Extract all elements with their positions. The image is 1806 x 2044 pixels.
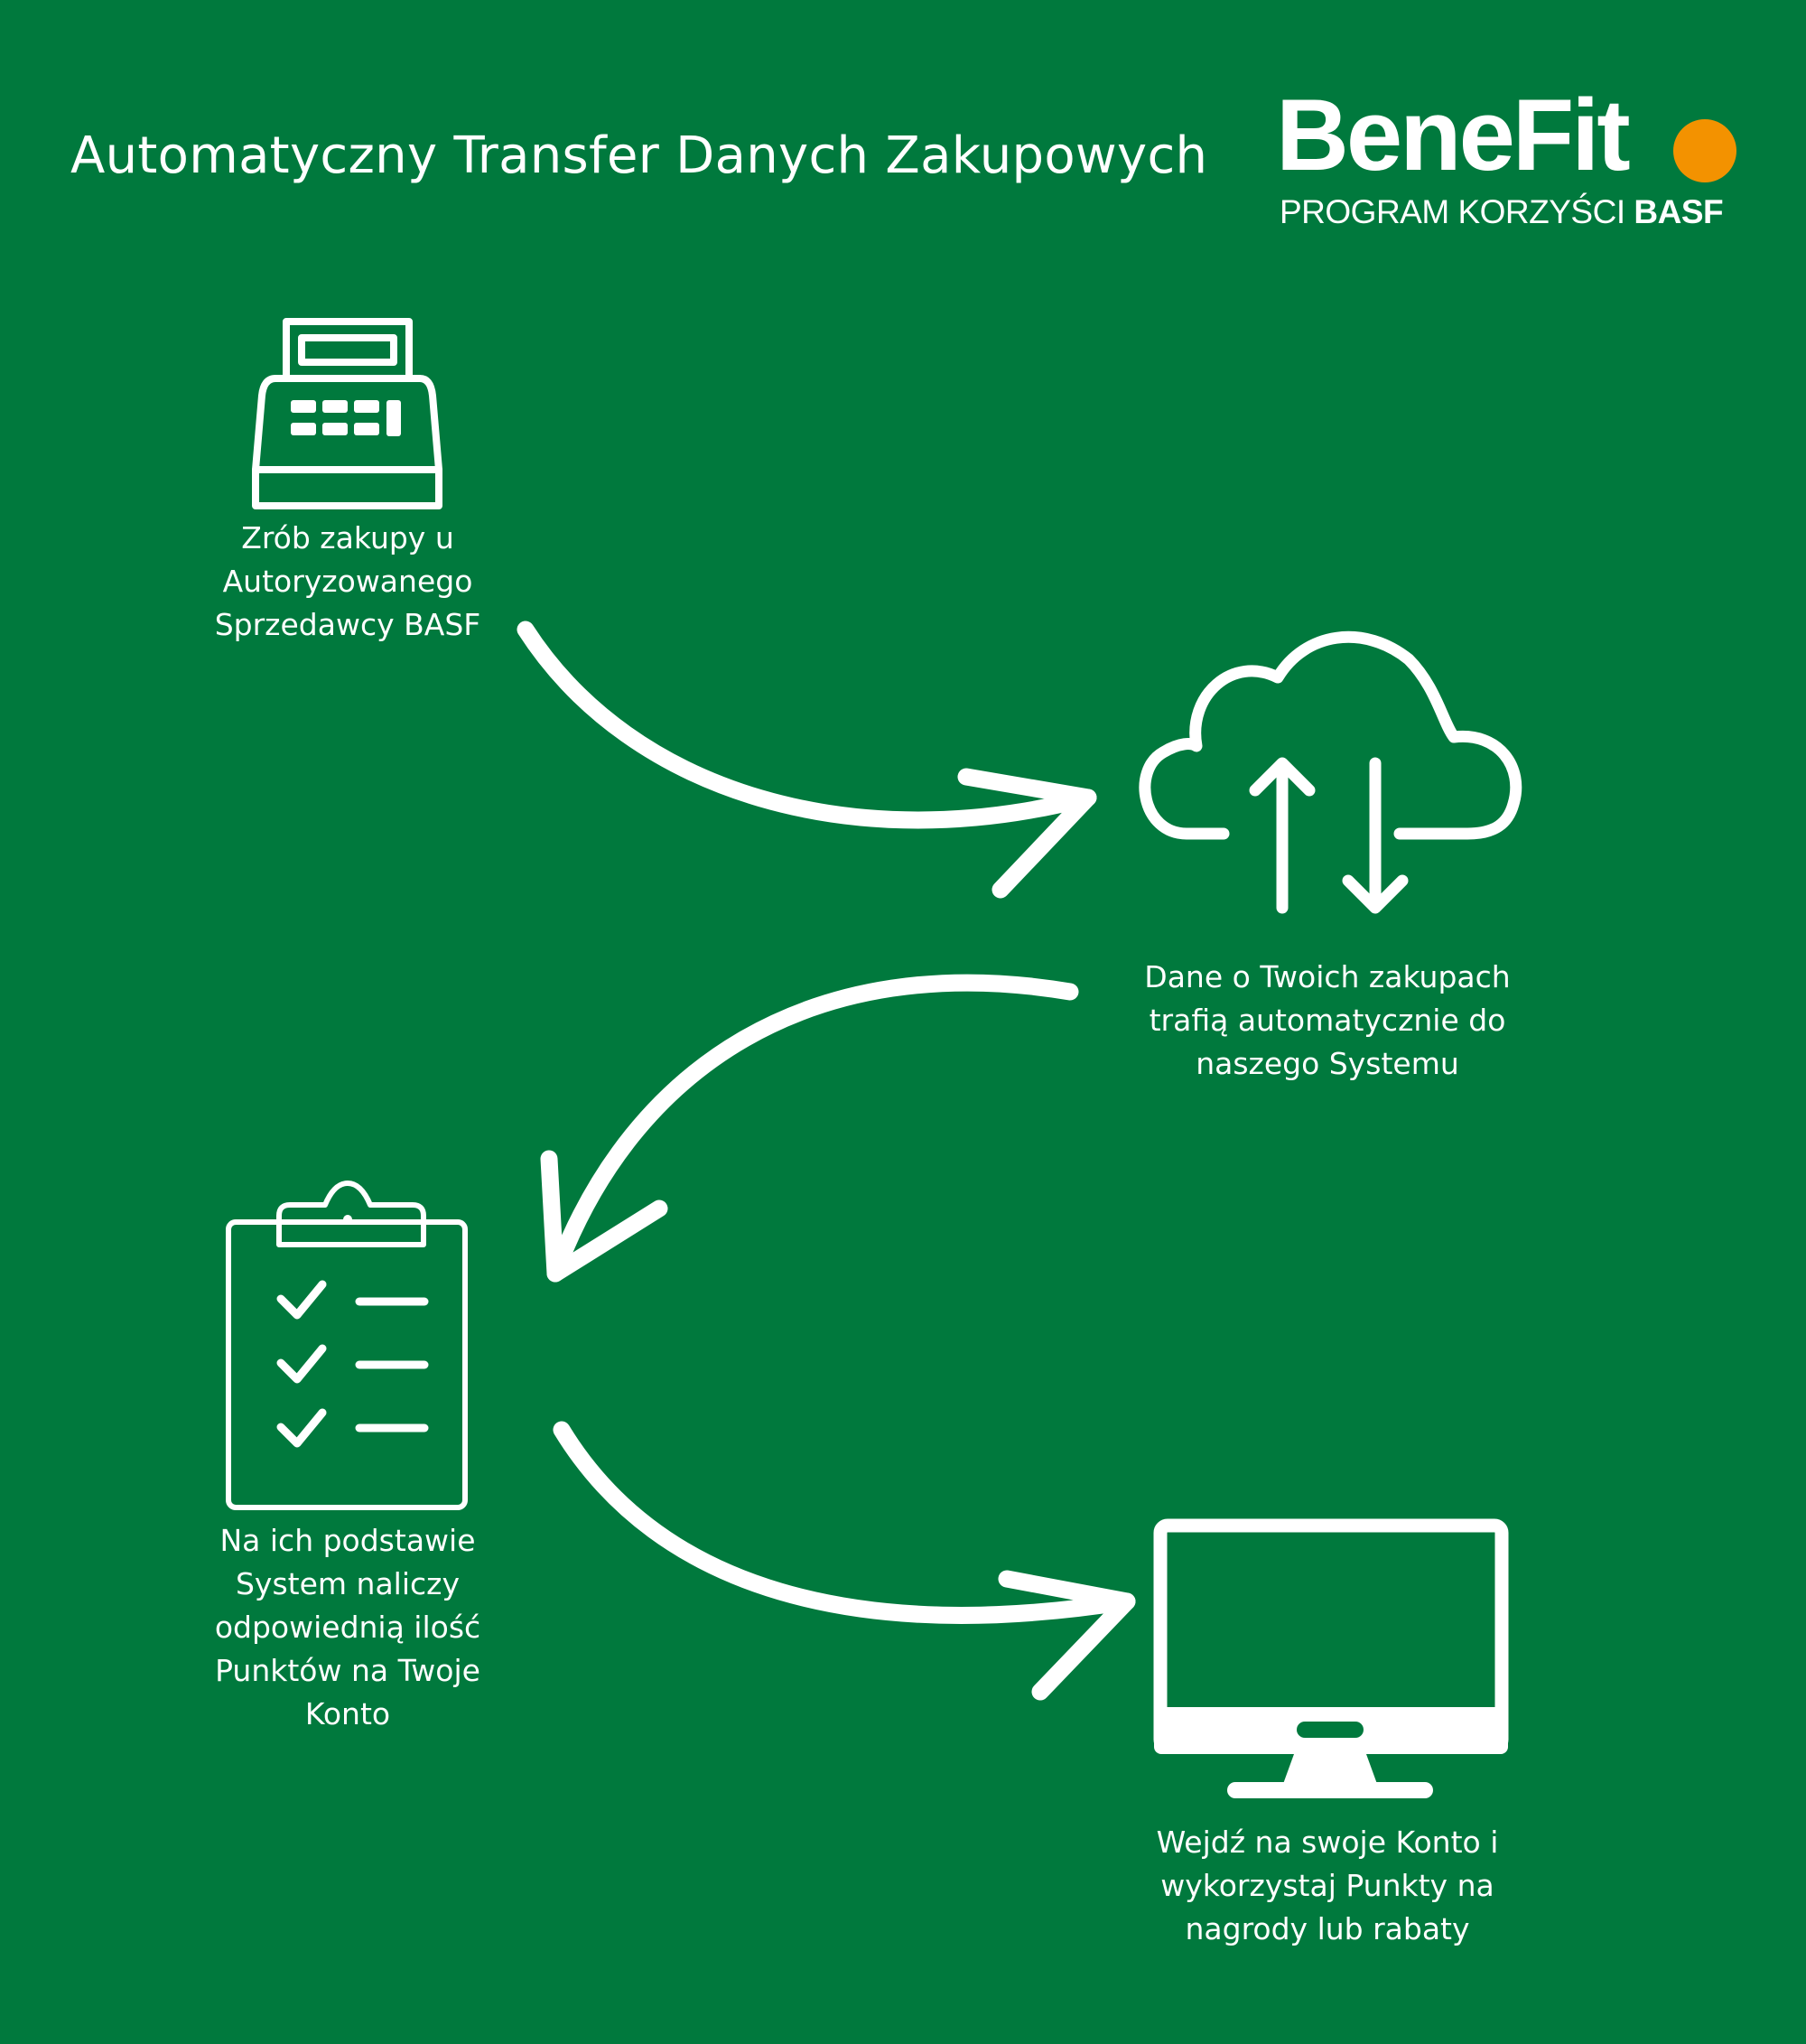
- step-1-line: Zrób zakupy u: [241, 520, 454, 555]
- cloud-sync-icon: [1139, 630, 1522, 914]
- step-1-line: Sprzedawcy BASF: [214, 607, 481, 642]
- step-2-line: naszego Systemu: [1196, 1046, 1459, 1081]
- step-3-line: System naliczy: [235, 1566, 460, 1601]
- step-3-line: Punktów na Twoje: [215, 1653, 480, 1688]
- step-4-text: Wejdź na swoje Konto i wykorzystaj Punkt…: [1111, 1821, 1544, 1951]
- step-3-line: Na ich podstawie: [219, 1523, 476, 1558]
- step-2-line: trafią automatycznie do: [1149, 1003, 1506, 1038]
- step-2-line: Dane o Twoich zakupach: [1144, 959, 1511, 994]
- step-1-line: Autoryzowanego: [222, 564, 473, 599]
- step-3-text: Na ich podstawie System naliczy odpowied…: [163, 1519, 533, 1736]
- benefit-logo: BeneFit PROGRAM KORZYŚCI BASF: [1276, 85, 1745, 233]
- monitor-icon: [1153, 1518, 1509, 1798]
- step-3-line: Konto: [304, 1696, 391, 1731]
- step-2-text: Dane o Twoich zakupach trafią automatycz…: [1111, 956, 1544, 1086]
- step-3-line: odpowiednią ilość: [214, 1610, 481, 1645]
- arrow-step2-to-step3: [540, 974, 1079, 1283]
- step-4-line: wykorzystaj Punkty na: [1160, 1868, 1494, 1903]
- page-title: Automatyczny Transfer Danych Zakupowych: [70, 126, 1208, 185]
- step-4-line: nagrody lub rabaty: [1185, 1911, 1470, 1946]
- clipboard-checklist-icon: [226, 1181, 468, 1510]
- step-1-text: Zrób zakupy u Autoryzowanego Sprzedawcy …: [163, 517, 533, 647]
- arrow-step3-to-step4: [553, 1421, 1136, 1701]
- cash-register-icon: [252, 318, 442, 509]
- logo-orange-dot: [1673, 119, 1736, 182]
- step-4-line: Wejdź na swoje Konto i: [1156, 1825, 1499, 1860]
- arrow-step1-to-step2: [517, 621, 1097, 899]
- logo-subtitle: PROGRAM KORZYŚCI BASF: [1280, 193, 1724, 230]
- logo-wordmark: BeneFit: [1276, 79, 1631, 191]
